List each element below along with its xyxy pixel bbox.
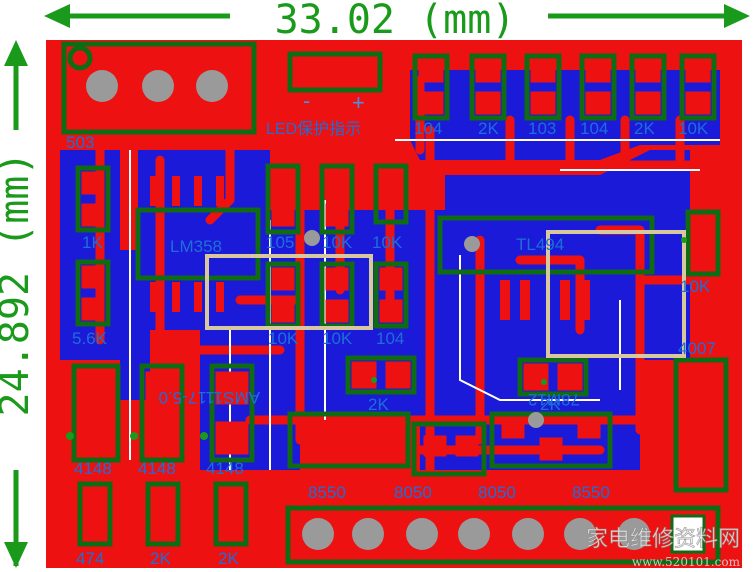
watermark-cn: 家电维修资料网 (586, 527, 740, 552)
label-top-r5: 2K (634, 119, 655, 138)
label-2k-a: 2K (368, 395, 389, 414)
label-2k-c: 2K (150, 549, 171, 568)
label-ams1117: AMS1117-5.0 (159, 388, 260, 407)
label-led: LED保护指示 (266, 120, 361, 138)
label-10k-c: 10K (680, 277, 711, 296)
connector-pin-1 (86, 70, 118, 102)
lm358-outline (135, 207, 261, 281)
connector-pin-2 (142, 70, 174, 102)
through-holes (86, 70, 704, 550)
label-10k-b: 10K (372, 233, 403, 252)
label-led-plus: + (352, 90, 365, 115)
label-2k-d: 2K (218, 549, 239, 568)
label-top-r6: 10K (678, 119, 709, 138)
label-5-6k: 5.6K (72, 329, 108, 348)
label-1k: 1K (82, 233, 103, 252)
label-8050-a: 8050 (394, 483, 432, 502)
label-503: 503 (66, 133, 94, 152)
label-4007: 4007 (678, 339, 716, 358)
watermark: 家电维修资料网 www.520101.com (586, 527, 741, 569)
ic-pads (150, 176, 590, 320)
label-4148-b: 4148 (138, 459, 176, 478)
silkscreen-labels: 503 LED保护指示 - + 104 2K 103 104 2K 10K 1K… (66, 88, 716, 568)
connector-bottom-outline (285, 505, 721, 565)
connector-503-outline (61, 41, 257, 135)
smd-pads (79, 57, 721, 541)
label-top-r1: 104 (414, 119, 442, 138)
label-10k-e: 10K (322, 329, 353, 348)
marker-dots (66, 237, 687, 440)
diode-4007-outline (673, 357, 729, 493)
label-10k-d: 10K (268, 329, 299, 348)
label-2k-b: 2K (540, 395, 561, 414)
label-8550-a: 8550 (308, 483, 346, 502)
width-label: 33.02 (mm) (275, 0, 516, 43)
height-label: 24.892 (mm) (0, 152, 38, 417)
label-8050-b: 8050 (478, 483, 516, 502)
label-10k-a: 10K (322, 233, 353, 252)
width-dimension (44, 4, 750, 28)
watermark-url: www.520101.com (632, 555, 741, 569)
label-top-r4: 104 (580, 119, 608, 138)
label-105: 105 (266, 233, 294, 252)
label-4148-c: 4148 (206, 459, 244, 478)
height-dimension (4, 40, 28, 568)
label-8550-b: 8550 (572, 483, 610, 502)
label-tl494: TL494 (516, 235, 564, 254)
label-4148-a: 4148 (74, 459, 112, 478)
label-led-minus: - (303, 88, 310, 113)
connector-pin-3 (196, 70, 228, 102)
keepout-boxes (205, 230, 686, 358)
label-104: 104 (376, 329, 404, 348)
component-outlines (61, 41, 729, 565)
label-lm358: LM358 (170, 237, 222, 256)
square-pad (670, 514, 706, 554)
label-top-r3: 103 (528, 119, 556, 138)
label-474: 474 (76, 549, 104, 568)
label-top-r2: 2K (478, 119, 499, 138)
label-78m12: 78M12 (528, 390, 580, 409)
led-outline (287, 51, 383, 93)
